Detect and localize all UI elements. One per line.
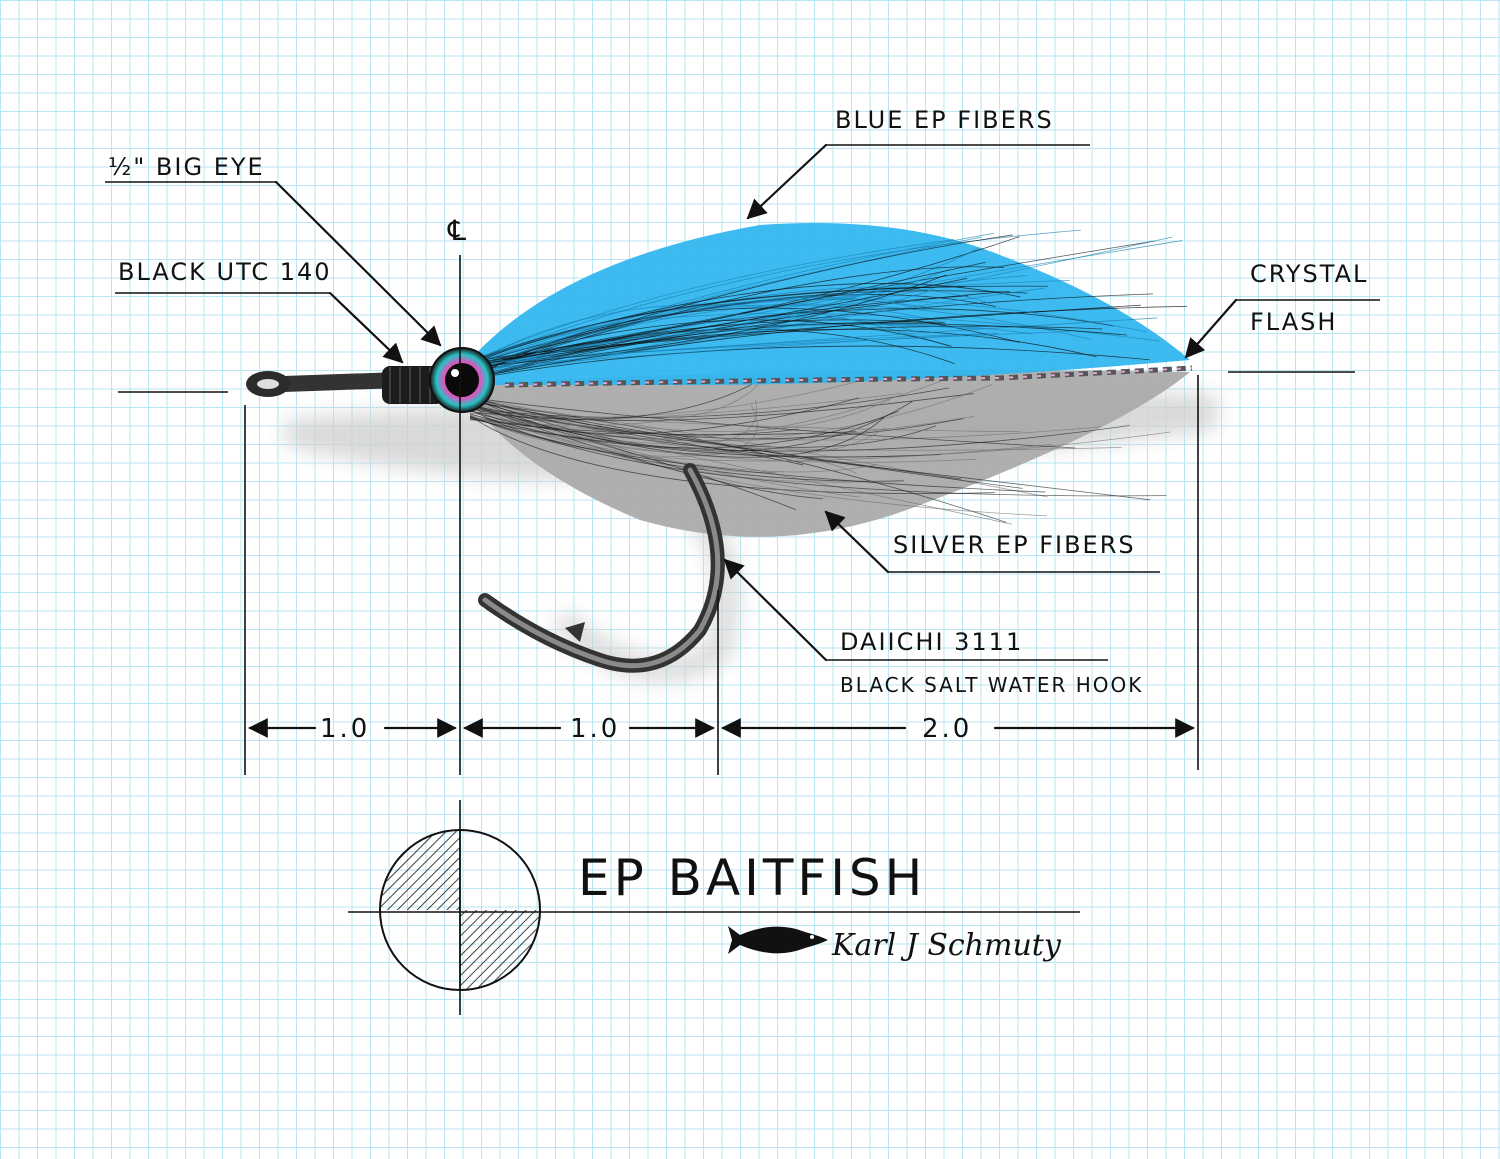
blue-fibers (469, 223, 1190, 385)
svg-text:BLACK UTC 140: BLACK UTC 140 (118, 258, 332, 286)
big-eye (429, 347, 495, 413)
svg-text:BLACK SALT WATER HOOK: BLACK SALT WATER HOOK (840, 673, 1143, 697)
hook (246, 371, 725, 673)
svg-text:DAIICHI 3111: DAIICHI 3111 (840, 628, 1023, 656)
svg-text:½" BIG EYE: ½" BIG EYE (108, 153, 265, 181)
svg-text:BLUE EP FIBERS: BLUE EP FIBERS (835, 106, 1054, 134)
callout-big-eye: ½" BIG EYE (105, 153, 442, 347)
thread-wraps (382, 366, 444, 404)
extension-lines (244, 375, 1199, 775)
callout-blue-fibers: BLUE EP FIBERS (746, 106, 1090, 220)
title-block: EP BAITFISH Karl J Schmuty (348, 829, 1080, 991)
dimension-1: 1.0 (320, 714, 370, 744)
svg-text:CRYSTAL: CRYSTAL (1250, 260, 1368, 288)
title: EP BAITFISH (578, 849, 926, 907)
callout-thread: BLACK UTC 140 (115, 258, 404, 364)
dimension-3: 2.0 (922, 714, 972, 744)
svg-text:FLASH: FLASH (1250, 308, 1337, 336)
callout-hook: DAIICHI 3111 BLACK SALT WATER HOOK (723, 558, 1143, 697)
dimension-lines: 1.0 1.0 2.0 (248, 714, 1195, 744)
callout-silver-fibers: SILVER EP FIBERS (824, 510, 1160, 574)
fish-icon (728, 926, 828, 954)
centerline-symbol: ℄ (447, 214, 468, 247)
signature: Karl J Schmuty (831, 928, 1062, 963)
silver-fibers (469, 370, 1190, 537)
callout-crystal-flash: CRYSTAL FLASH (1184, 260, 1380, 359)
svg-text:SILVER EP FIBERS: SILVER EP FIBERS (893, 531, 1136, 559)
projection-symbol (379, 829, 541, 991)
dimension-2: 1.0 (570, 714, 620, 744)
